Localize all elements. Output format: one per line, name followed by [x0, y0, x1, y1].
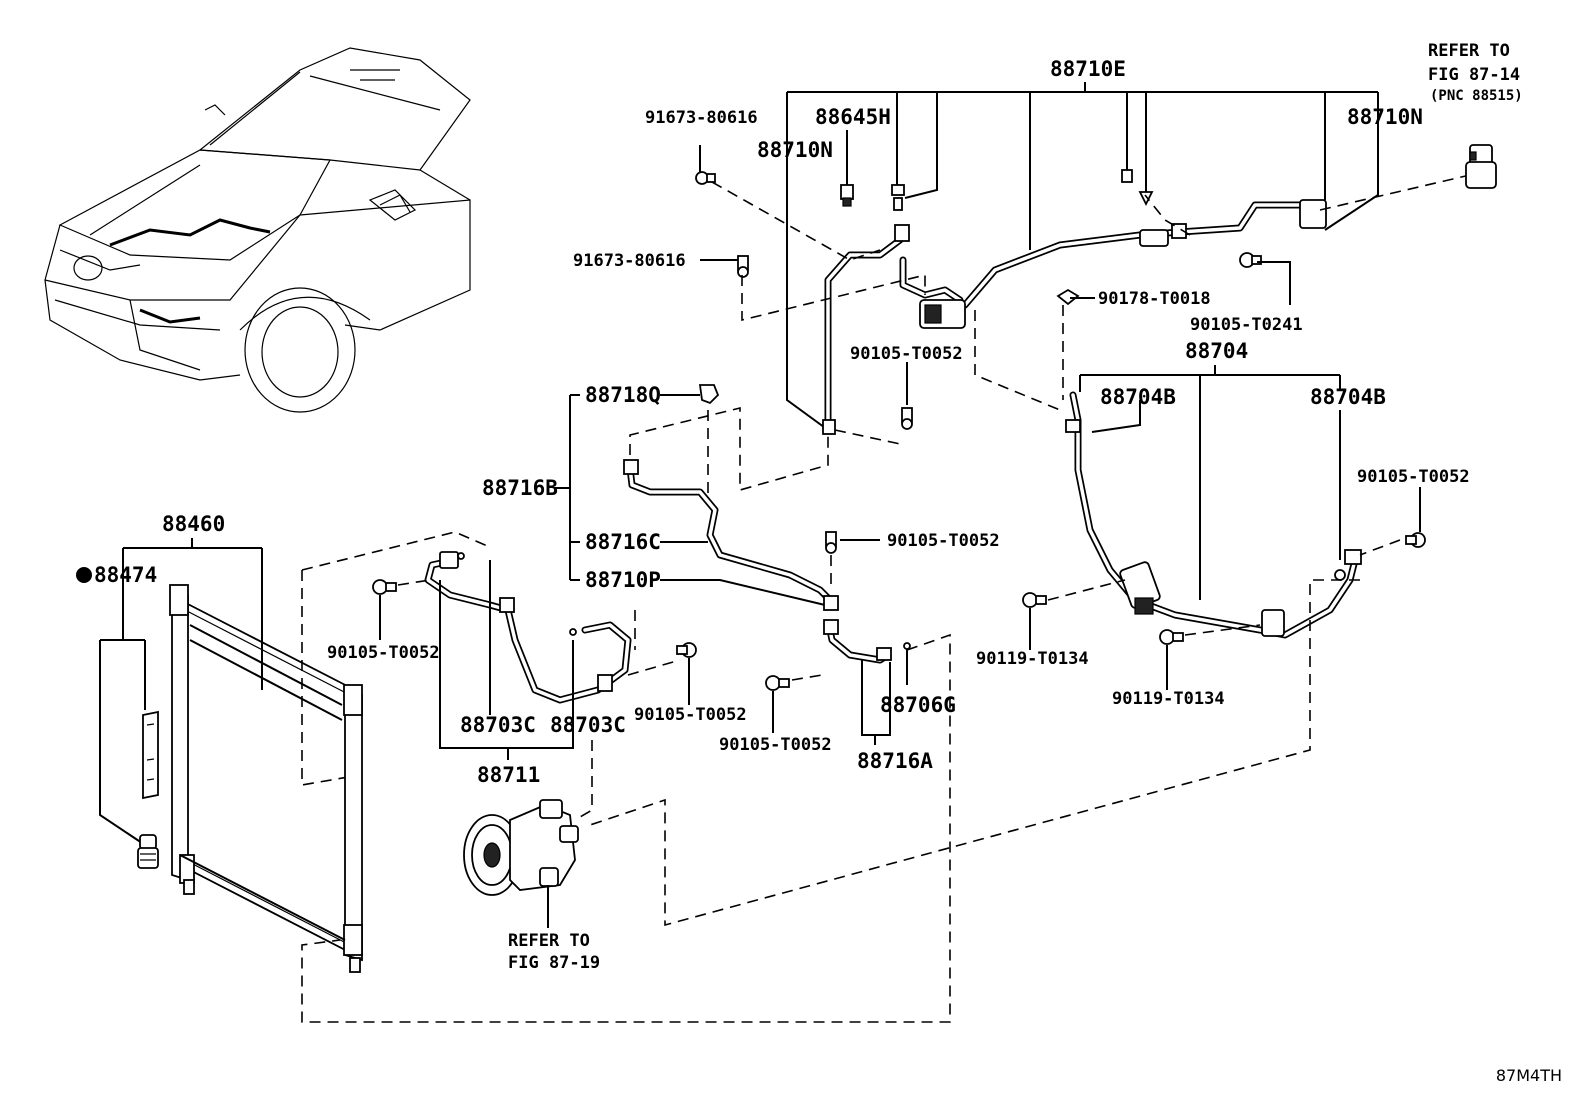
vehicle-illustration — [44, 47, 471, 413]
bracket-88711 — [301, 531, 681, 821]
label-88645H: 88645H — [815, 105, 891, 129]
label-88710N-left: 88710N — [757, 138, 833, 162]
bolt-icons-top — [695, 171, 1262, 430]
hose-88704 — [1065, 391, 1362, 639]
label-88703C-a: 88703C — [460, 713, 536, 737]
label-88474: 88474 — [94, 563, 157, 587]
label-90119-T0134-a: 90119-T0134 — [976, 649, 1089, 669]
bracket-88704 — [1079, 365, 1341, 600]
label-88460: 88460 — [162, 512, 225, 536]
label-90105-T0052-a: 90105-T0052 — [850, 344, 963, 364]
label-88704B-right: 88704B — [1310, 385, 1386, 409]
bullet-icon — [76, 567, 92, 583]
bracket-88710E — [786, 82, 1379, 431]
label-90105-T0052-c: 90105-T0052 — [887, 531, 1000, 551]
pipe-88716A — [301, 619, 951, 1023]
filter-88474-icon — [137, 710, 159, 869]
label-90105-T0052-e: 90105-T0052 — [634, 705, 747, 725]
pipe-88710E — [822, 199, 1327, 435]
leaders-top — [699, 145, 1471, 446]
reference-top-line2: FIG 87-14 — [1428, 65, 1520, 85]
bolts-88704 — [589, 487, 1426, 927]
label-88716B: 88716B — [482, 476, 558, 500]
bracket-88716B — [555, 394, 826, 606]
label-88703C-b: 88703C — [550, 713, 626, 737]
label-91673-80616-mid: 91673-80616 — [573, 251, 686, 271]
label-88716A: 88716A — [857, 749, 933, 773]
hose-88711 — [424, 551, 632, 704]
pipe-88716C — [623, 384, 839, 611]
bolts-88711 — [372, 579, 697, 705]
condenser-icon — [169, 584, 363, 973]
reference-compressor-line1: REFER TO — [508, 931, 590, 951]
bolt-88716-group — [825, 531, 880, 590]
label-90105-T0052-f: 90105-T0052 — [719, 735, 832, 755]
label-90119-T0134-b: 90119-T0134 — [1112, 689, 1225, 709]
label-88716C: 88716C — [585, 530, 661, 554]
compressor-icon — [463, 799, 579, 928]
label-88711: 88711 — [477, 763, 540, 787]
reference-part-icon — [1465, 144, 1497, 189]
label-88706G: 88706G — [880, 693, 956, 717]
part-labels: 88710E 88645H 88710N 88710N 91673-80616 … — [76, 41, 1523, 973]
label-90178-T0018: 90178-T0018 — [1098, 289, 1211, 309]
label-88710P: 88710P — [585, 568, 661, 592]
label-88718Q: 88718Q — [585, 383, 661, 407]
label-90105-T0052-d: 90105-T0052 — [327, 643, 440, 663]
reference-top-line1: REFER TO — [1428, 41, 1510, 61]
label-91673-80616-top: 91673-80616 — [645, 108, 758, 128]
figure-code: 87M4TH — [1495, 1066, 1562, 1085]
reference-top-line3: (PNC 88515) — [1430, 88, 1523, 104]
pressure-switch-icon — [840, 169, 1154, 211]
label-88704B-left: 88704B — [1100, 385, 1176, 409]
label-88704: 88704 — [1185, 339, 1248, 363]
label-88710N-right: 88710N — [1347, 105, 1423, 129]
label-90105-T0241: 90105-T0241 — [1190, 315, 1303, 335]
bracket-88460 — [99, 538, 263, 846]
label-90105-T0052-b: 90105-T0052 — [1357, 467, 1470, 487]
bolt-near-88716A — [765, 674, 823, 733]
reference-compressor-line2: FIG 87-19 — [508, 953, 600, 973]
label-88710E: 88710E — [1050, 57, 1126, 81]
